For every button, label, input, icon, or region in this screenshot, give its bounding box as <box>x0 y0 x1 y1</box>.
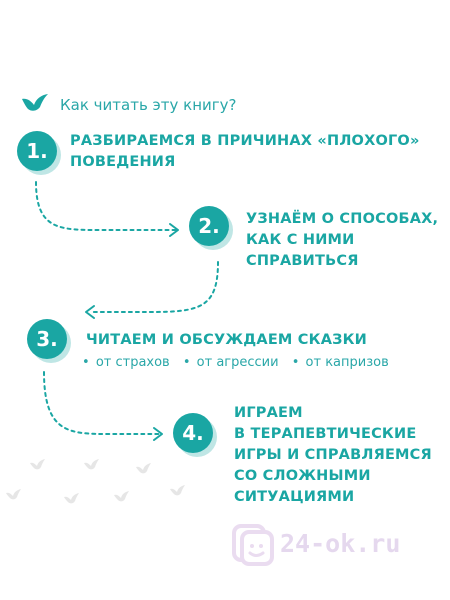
arrowhead-3 <box>153 427 163 441</box>
step-4-line: СИТУАЦИЯМИ <box>234 489 355 505</box>
watermark-text: 24-ok.ru <box>280 529 401 558</box>
step-4-line: СО СЛОЖНЫМИ <box>234 468 371 484</box>
step-1-number: 1. <box>26 139 48 163</box>
step-4-line: ИГРАЕМ <box>234 405 303 421</box>
step-2-line: СПРАВИТЬСЯ <box>246 253 359 269</box>
bullet: • <box>82 355 90 370</box>
decor-bird-icon <box>114 491 129 502</box>
step-4-title: ИГРАЕМ В ТЕРАПЕВТИЧЕСКИЕ ИГРЫ И СПРАВЛЯЕ… <box>234 403 444 508</box>
step-2-title: УЗНАЁМ О СПОСОБАХ, КАК С НИМИ СПРАВИТЬСЯ <box>246 209 446 272</box>
arrow-2-to-3 <box>89 261 219 313</box>
step-4-badge: 4. <box>173 413 217 457</box>
arrow-3-to-4 <box>43 371 161 435</box>
step-1-badge: 1. <box>17 131 61 175</box>
bullet: • <box>291 355 300 370</box>
topic-whims: от капризов <box>305 355 389 370</box>
decor-bird-icon <box>84 459 99 470</box>
step-3-badge: 3. <box>27 319 71 363</box>
page-subtitle: Как читать эту книгу? <box>60 96 237 114</box>
step-3-number: 3. <box>36 327 58 351</box>
step-3-title: ЧИТАЕМ И ОБСУЖДАЕМ СКАЗКИ <box>86 332 368 348</box>
step-1-title: РАЗБИРАЕМСЯ В ПРИЧИНАХ «ПЛОХОГО» ПОВЕДЕН… <box>70 131 430 173</box>
step-1-line: ПОВЕДЕНИЯ <box>70 154 176 170</box>
topic-aggression: от агрессии <box>196 355 279 370</box>
decor-bird-icon <box>170 485 185 496</box>
watermark-logo-icon <box>232 524 274 566</box>
bird-icon <box>22 94 48 111</box>
step-4-line: В ТЕРАПЕВТИЧЕСКИЕ <box>234 426 417 442</box>
step-4-line: ИГРЫ И СПРАВЛЯЕМСЯ <box>234 447 432 463</box>
step-2-line: КАК С НИМИ <box>246 232 355 248</box>
step-4-number: 4. <box>182 421 204 445</box>
decor-bird-icon <box>64 493 79 504</box>
step-1-line: РАЗБИРАЕМСЯ В ПРИЧИНАХ «ПЛОХОГО» <box>70 133 420 149</box>
step-3-topics: • от страхов • от агрессии • от капризов <box>82 355 398 370</box>
step-2-line: УЗНАЁМ О СПОСОБАХ, <box>246 211 439 227</box>
step-2-number: 2. <box>198 214 220 238</box>
topic-fears: от страхов <box>95 355 170 370</box>
decor-bird-icon <box>30 459 45 470</box>
arrowhead-2 <box>85 305 95 319</box>
step-2-badge: 2. <box>189 206 233 250</box>
decorative-birds <box>6 459 185 504</box>
arrow-1-to-2 <box>35 181 177 231</box>
bullet: • <box>182 355 191 370</box>
decor-bird-icon <box>6 489 21 500</box>
decor-bird-icon <box>136 463 151 474</box>
arrowhead-1 <box>169 223 179 237</box>
